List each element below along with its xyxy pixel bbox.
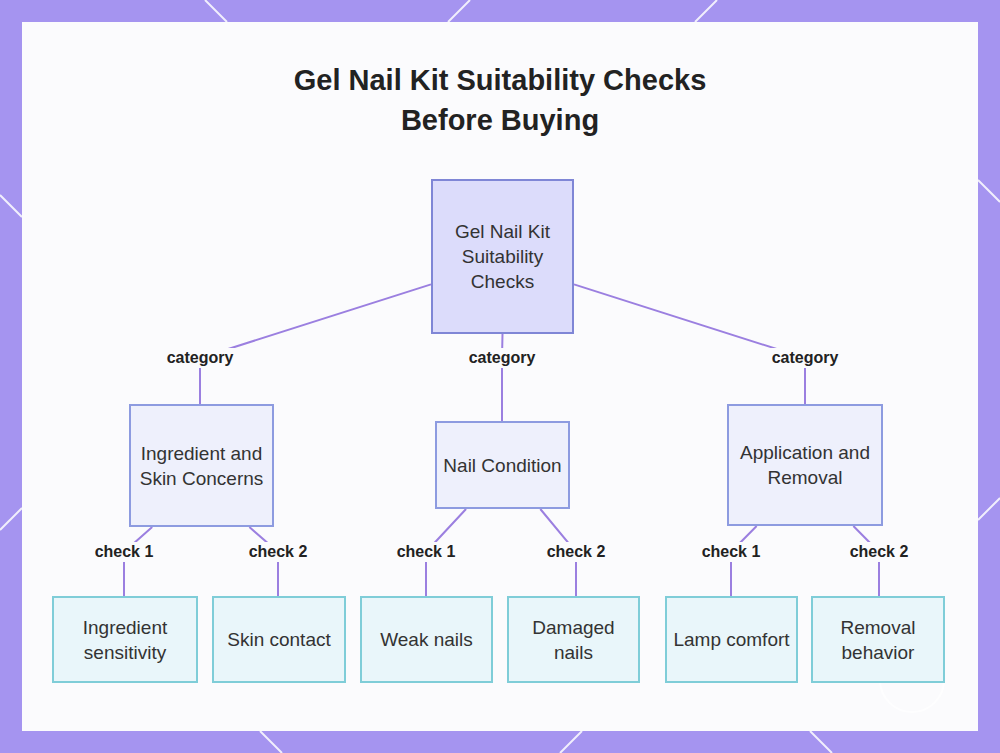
node-label: Application and Removal <box>735 440 875 490</box>
edge-label: check 1 <box>700 542 763 562</box>
check-box: Ingredient sensitivity <box>52 596 198 683</box>
connector <box>200 284 431 404</box>
diagram-title: Gel Nail Kit Suitability Checks Before B… <box>0 60 1000 140</box>
check-box: Damaged nails <box>507 596 640 683</box>
node-label: Removal behavior <box>817 615 939 665</box>
node-label: Weak nails <box>380 627 473 652</box>
check-box: Removal behavior <box>811 596 945 683</box>
node-label: Nail Condition <box>443 453 561 478</box>
edge-label: category <box>770 348 841 368</box>
frame-line <box>0 195 22 217</box>
edge-label: category <box>165 348 236 368</box>
frame-line <box>205 0 227 22</box>
check-box: Weak nails <box>360 596 493 683</box>
node-label: Ingredient sensitivity <box>58 615 192 665</box>
edge-label: check 2 <box>848 542 911 562</box>
node-label: Lamp comfort <box>673 627 789 652</box>
frame-line <box>260 731 282 753</box>
node-label: Skin contact <box>227 627 331 652</box>
edge-label: check 2 <box>247 542 310 562</box>
edge-label: check 1 <box>93 542 156 562</box>
frame-line <box>810 731 832 753</box>
category-box: Nail Condition <box>435 421 570 509</box>
node-label: Gel Nail Kit Suitability Checks <box>448 219 558 294</box>
frame-line <box>978 498 1000 520</box>
edge-label: check 1 <box>395 542 458 562</box>
edge-label: category <box>467 348 538 368</box>
frame-line <box>448 0 470 22</box>
frame-line <box>695 0 717 22</box>
root-box: Gel Nail Kit Suitability Checks <box>431 179 574 334</box>
node-label: Ingredient and Skin Concerns <box>137 441 267 491</box>
check-box: Skin contact <box>212 596 346 683</box>
check-box: Lamp comfort <box>665 596 798 683</box>
category-box: Ingredient and Skin Concerns <box>129 404 274 527</box>
frame-line <box>0 508 22 530</box>
edge-label: check 2 <box>545 542 608 562</box>
category-box: Application and Removal <box>727 404 883 526</box>
node-label: Damaged nails <box>513 615 634 665</box>
connector <box>574 284 805 404</box>
frame-line <box>978 180 1000 202</box>
frame-line <box>560 731 582 753</box>
